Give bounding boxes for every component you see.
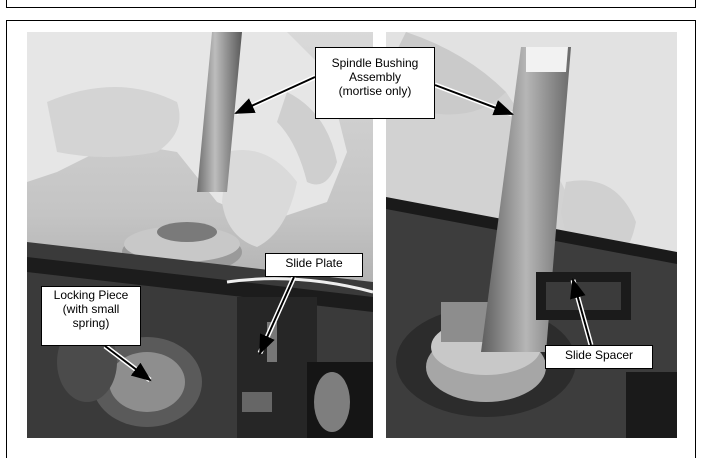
- callout-spindle-line-3: (mortise only): [338, 84, 412, 98]
- callout-spindle-line-1: Spindle Bushing: [331, 56, 419, 70]
- callout-slide-plate: Slide Plate: [265, 253, 363, 277]
- callout-slide-spacer: Slide Spacer: [545, 345, 653, 369]
- callout-locking-line-2: (with small: [62, 302, 120, 316]
- callout-locking-line-1: Locking Piece: [53, 288, 129, 302]
- figure-frame: [6, 20, 696, 458]
- callout-slide-plate-text: Slide Plate: [285, 256, 343, 270]
- callout-locking-piece: Locking Piece (with small spring): [41, 286, 141, 346]
- callout-spindle-line-2: Assembly: [348, 70, 401, 84]
- top-divider: [6, 0, 696, 8]
- callout-spindle-bushing-assembly: Spindle Bushing Assembly (mortise only): [315, 47, 435, 119]
- callout-locking-line-3: spring): [72, 316, 110, 330]
- callout-slide-spacer-text: Slide Spacer: [564, 348, 634, 362]
